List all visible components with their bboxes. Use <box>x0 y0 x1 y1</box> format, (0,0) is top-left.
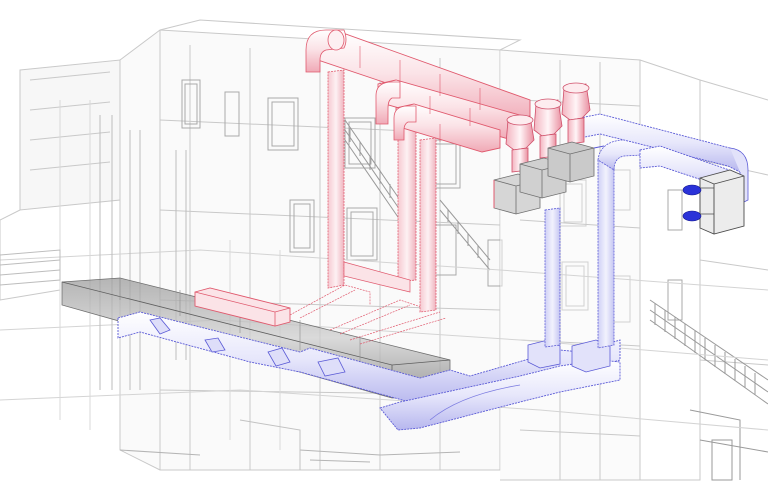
stack-cap-1[interactable] <box>505 114 535 173</box>
diffuser-lower[interactable] <box>682 210 702 222</box>
stack-cap-3[interactable] <box>561 82 591 145</box>
stack-cap-2[interactable] <box>533 98 563 159</box>
fan-box-3[interactable] <box>547 141 605 183</box>
rooftop-fan-units[interactable] <box>493 141 605 215</box>
diffuser-upper[interactable] <box>682 184 702 196</box>
wall-diffusers[interactable] <box>682 169 745 235</box>
exhaust-stacks[interactable] <box>505 82 591 173</box>
exhaust-duct-system[interactable] <box>194 29 531 345</box>
